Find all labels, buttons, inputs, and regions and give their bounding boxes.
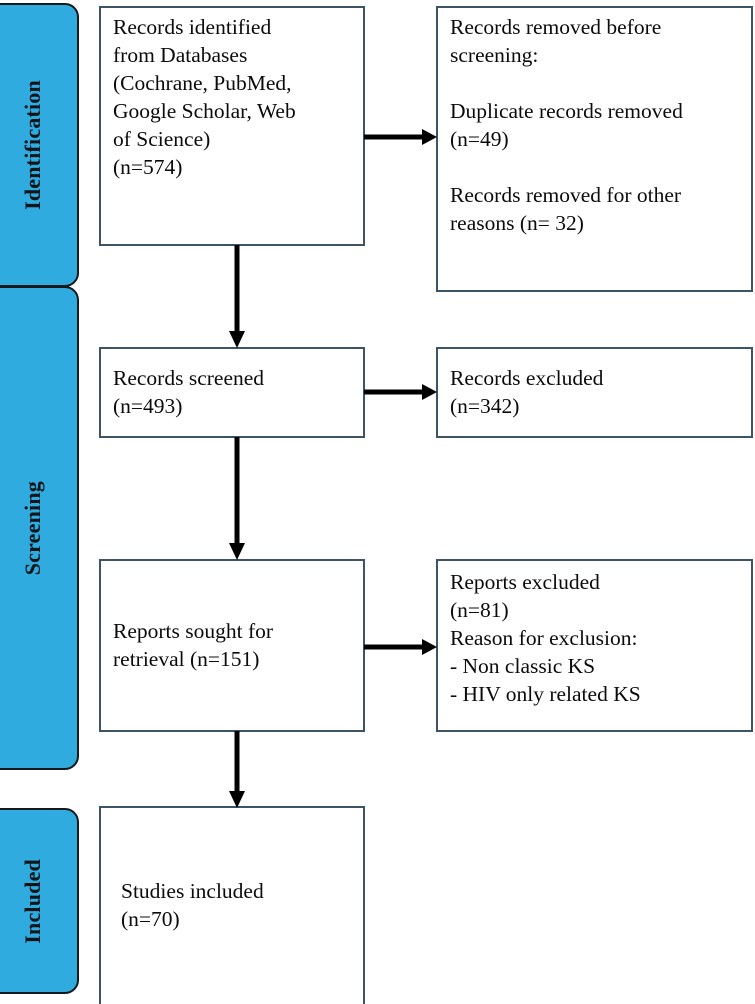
arrow-identified-to-screened <box>227 245 247 349</box>
box-reports-sought-text: Reports sought for retrieval (n=151) <box>113 618 274 671</box>
arrow-screened-to-sought <box>227 437 247 561</box>
arrow-identified-to-removed <box>364 127 438 147</box>
arrow-sought-to-reports-excluded <box>364 637 438 657</box>
arrow-sought-to-included <box>227 731 247 809</box>
box-studies-included-text: Studies included (n=70) <box>121 879 264 931</box>
box-reports-sought: Reports sought for retrieval (n=151) <box>99 559 365 732</box>
box-reports-excluded-text: Reports excluded (n=81) Reason for exclu… <box>450 570 641 706</box>
stage-pill-screening: Screening <box>0 286 79 770</box>
stage-label-included: Included <box>19 858 45 944</box>
box-records-removed: Records removed before screening: Duplic… <box>436 6 753 292</box>
box-records-excluded-text: Records excluded (n=342) <box>450 365 604 418</box>
arrow-screened-to-excluded <box>364 382 438 402</box>
box-records-identified-text: Records identified from Databases (Cochr… <box>113 15 296 179</box>
box-records-removed-text: Records removed before screening: Duplic… <box>450 15 683 235</box>
stage-pill-identification: Identification <box>0 3 79 287</box>
stage-label-screening: Screening <box>19 480 45 576</box>
box-records-screened-text: Records screened (n=493) <box>113 365 265 418</box>
box-records-identified: Records identified from Databases (Cochr… <box>99 6 365 246</box>
box-records-excluded: Records excluded (n=342) <box>436 347 753 438</box>
box-reports-excluded: Reports excluded (n=81) Reason for exclu… <box>436 559 753 732</box>
stage-label-identification: Identification <box>19 80 45 210</box>
box-studies-included: Studies included (n=70) <box>99 806 365 1004</box>
stage-pill-included: Included <box>0 808 79 994</box>
box-records-screened: Records screened (n=493) <box>99 347 365 438</box>
